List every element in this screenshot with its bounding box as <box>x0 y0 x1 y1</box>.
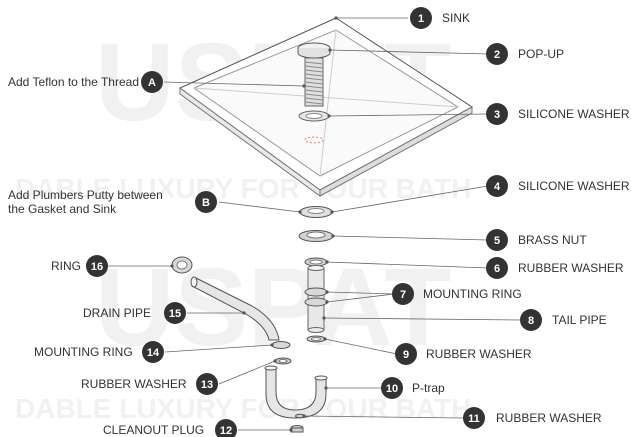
badge-1 <box>410 7 432 29</box>
badge-10 <box>381 377 403 399</box>
callout-11-rubber-washer: 11 RUBBER WASHER <box>463 407 602 429</box>
cleanout-plug <box>290 425 304 433</box>
pop-up-drain <box>297 42 331 107</box>
callout-12-cleanout-plug: CLEANOUT PLUG 12 <box>103 419 237 437</box>
badge-5-number: 5 <box>494 235 500 247</box>
watermark-tagline-bottom: DABLE LUXURY FOR YOUR BATH <box>15 393 471 424</box>
callout-13-rubber-washer: RUBBER WASHER 13 <box>81 373 218 395</box>
badge-9-number: 9 <box>403 349 409 361</box>
label-cleanout-plug: CLEANOUT PLUG <box>103 423 204 437</box>
silicone-washer-bottom <box>299 206 333 218</box>
badge-15 <box>164 302 186 324</box>
badge-2 <box>486 43 508 65</box>
leader-lines <box>108 17 521 431</box>
badge-10-number: 10 <box>386 383 398 395</box>
label-rubber-washer-6: RUBBER WASHER <box>518 261 624 275</box>
note-b-text-line1: Add Plumbers Putty between <box>8 188 163 202</box>
label-drain-pipe: DRAIN PIPE <box>83 306 151 320</box>
rubber-washer-tailpipe-bottom <box>306 335 326 343</box>
badge-8-number: 8 <box>528 315 534 327</box>
callout-note-b: Add Plumbers Putty between the Gasket an… <box>8 188 217 216</box>
badge-b-letter: B <box>202 197 210 209</box>
badge-6-number: 6 <box>494 263 500 275</box>
callout-6-rubber-washer: 6 RUBBER WASHER <box>486 257 624 279</box>
badge-7 <box>392 283 414 305</box>
callout-2-pop-up: 2 POP-UP <box>486 43 564 65</box>
label-rubber-washer-13: RUBBER WASHER <box>81 377 187 391</box>
note-b-text-line2: the Gasket and Sink <box>8 202 117 216</box>
leader-dots <box>170 16 338 432</box>
badge-9 <box>395 343 417 365</box>
label-p-trap: P-trap <box>412 381 445 395</box>
label-sink: SINK <box>442 11 470 25</box>
callout-3-silicone-washer: 3 SILICONE WASHER <box>486 103 630 125</box>
callout-4-silicone-washer: 4 SILICONE WASHER <box>486 175 630 197</box>
callout-7-mounting-ring: 7 MOUNTING RING <box>392 283 522 305</box>
badge-4 <box>486 175 508 197</box>
label-mounting-ring-7: MOUNTING RING <box>423 287 522 301</box>
badge-3-number: 3 <box>494 109 500 121</box>
watermark-tagline-top: DABLE LUXURY FOR YOUR BATH <box>15 173 471 204</box>
badge-12-number: 12 <box>220 425 232 437</box>
sink-basin <box>179 17 473 197</box>
rubber-washer-drain <box>274 357 292 365</box>
label-pop-up: POP-UP <box>518 47 564 61</box>
badge-2-number: 2 <box>494 49 500 61</box>
badge-4-number: 4 <box>494 181 501 193</box>
badge-14-number: 14 <box>147 347 160 359</box>
brass-nut <box>298 230 334 242</box>
mounting-ring-drain <box>271 341 291 349</box>
badge-14 <box>142 341 164 363</box>
badge-13-number: 13 <box>201 379 213 391</box>
parts-drawing <box>171 17 473 433</box>
note-a-text: Add Teflon to the Thread <box>8 75 139 89</box>
label-tail-pipe: TAIL PIPE <box>552 313 607 327</box>
badge-7-number: 7 <box>400 289 406 301</box>
badge-a-letter: A <box>148 77 156 89</box>
badge-11 <box>463 407 485 429</box>
badge-8 <box>520 309 542 331</box>
callout-14-mounting-ring: MOUNTING RING 14 <box>34 341 164 363</box>
badge-a <box>141 71 163 93</box>
callout-note-a: Add Teflon to the Thread A <box>8 71 163 93</box>
badge-15-number: 15 <box>169 308 181 320</box>
callout-5-brass-nut: 5 BRASS NUT <box>486 229 587 251</box>
badge-16-number: 16 <box>91 261 103 273</box>
ring-part <box>171 256 193 274</box>
callout-10-p-trap: 10 P-trap <box>381 377 445 399</box>
label-rubber-washer-9: RUBBER WASHER <box>426 347 532 361</box>
badge-13 <box>196 373 218 395</box>
badge-3 <box>486 103 508 125</box>
badge-1-number: 1 <box>418 13 424 25</box>
badge-6 <box>486 257 508 279</box>
badge-12 <box>215 419 237 437</box>
callout-1-sink: 1 SINK <box>410 7 470 29</box>
label-brass-nut: BRASS NUT <box>518 233 587 247</box>
badge-16 <box>86 255 108 277</box>
label-rubber-washer-11: RUBBER WASHER <box>496 411 602 425</box>
label-silicone-washer-3: SILICONE WASHER <box>518 107 630 121</box>
p-trap <box>264 365 328 419</box>
callout-16-ring: RING 16 <box>51 255 108 277</box>
drain-pipe <box>190 276 280 341</box>
badge-b <box>195 191 217 213</box>
mounting-rings <box>304 287 328 307</box>
label-silicone-washer-4: SILICONE WASHER <box>518 179 630 193</box>
badge-11-number: 11 <box>468 413 480 425</box>
label-ring: RING <box>51 259 81 273</box>
silicone-washer-top <box>298 110 330 122</box>
rubber-washer-tailpipe-top <box>304 257 328 267</box>
callout-8-tail-pipe: 8 TAIL PIPE <box>520 309 607 331</box>
callout-15-drain-pipe: DRAIN PIPE 15 <box>83 302 186 324</box>
callout-9-rubber-washer: 9 RUBBER WASHER <box>395 343 532 365</box>
badge-5 <box>486 229 508 251</box>
label-mounting-ring-14: MOUNTING RING <box>34 345 133 359</box>
